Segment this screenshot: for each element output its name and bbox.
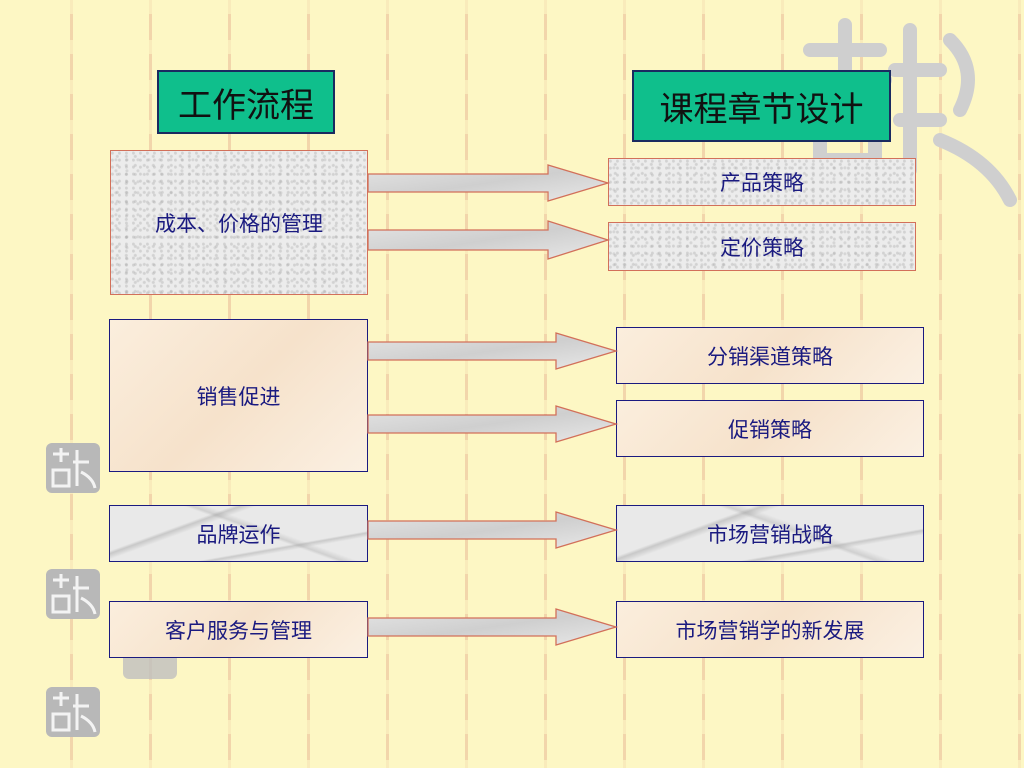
seal-icon-2-graphic (46, 569, 100, 619)
chapter-item-new-developments: 市场营销学的新发展 (616, 601, 924, 658)
seal-icon-3 (45, 686, 101, 741)
workflow-item-brand: 品牌运作 (109, 505, 368, 562)
workflow-item-sales-promotion: 销售促进 (109, 319, 368, 472)
chapter-item-distribution: 分销渠道策略 (616, 327, 924, 384)
workflow-item-customer-service: 客户服务与管理 (109, 601, 368, 658)
header-course-design-label: 课程章节设计 (659, 89, 864, 130)
chapter-item-promotion: 促销策略 (616, 400, 924, 457)
chapter-item-label: 市场营销战略 (707, 522, 833, 547)
chapter-item-label: 产品策略 (720, 171, 804, 195)
chapter-item-product: 产品策略 (608, 158, 916, 206)
header-course-design: 课程章节设计 (632, 70, 891, 142)
seal-icon-1 (45, 442, 101, 497)
workflow-item-label: 成本、价格的管理 (155, 211, 323, 236)
workflow-item-label: 品牌运作 (196, 522, 281, 547)
header-workflow-label: 工作流程 (178, 85, 314, 126)
chapter-item-label: 定价策略 (720, 235, 804, 260)
workflow-item-label: 销售促进 (196, 384, 281, 409)
chapter-item-label: 市场营销学的新发展 (675, 618, 865, 643)
workflow-item-label: 客户服务与管理 (165, 618, 312, 643)
workflow-item-cost-price: 成本、价格的管理 (110, 150, 368, 295)
header-workflow: 工作流程 (157, 70, 335, 134)
chapter-item-label: 分销渠道策略 (707, 344, 833, 369)
chapter-item-marketing-strategy: 市场营销战略 (616, 505, 924, 562)
seal-icon-3-graphic (46, 687, 100, 737)
chapter-item-label: 促销策略 (728, 417, 812, 442)
seal-icon-2 (45, 568, 101, 623)
seal-icon-1-graphic (46, 443, 100, 493)
chapter-item-pricing: 定价策略 (608, 222, 916, 271)
